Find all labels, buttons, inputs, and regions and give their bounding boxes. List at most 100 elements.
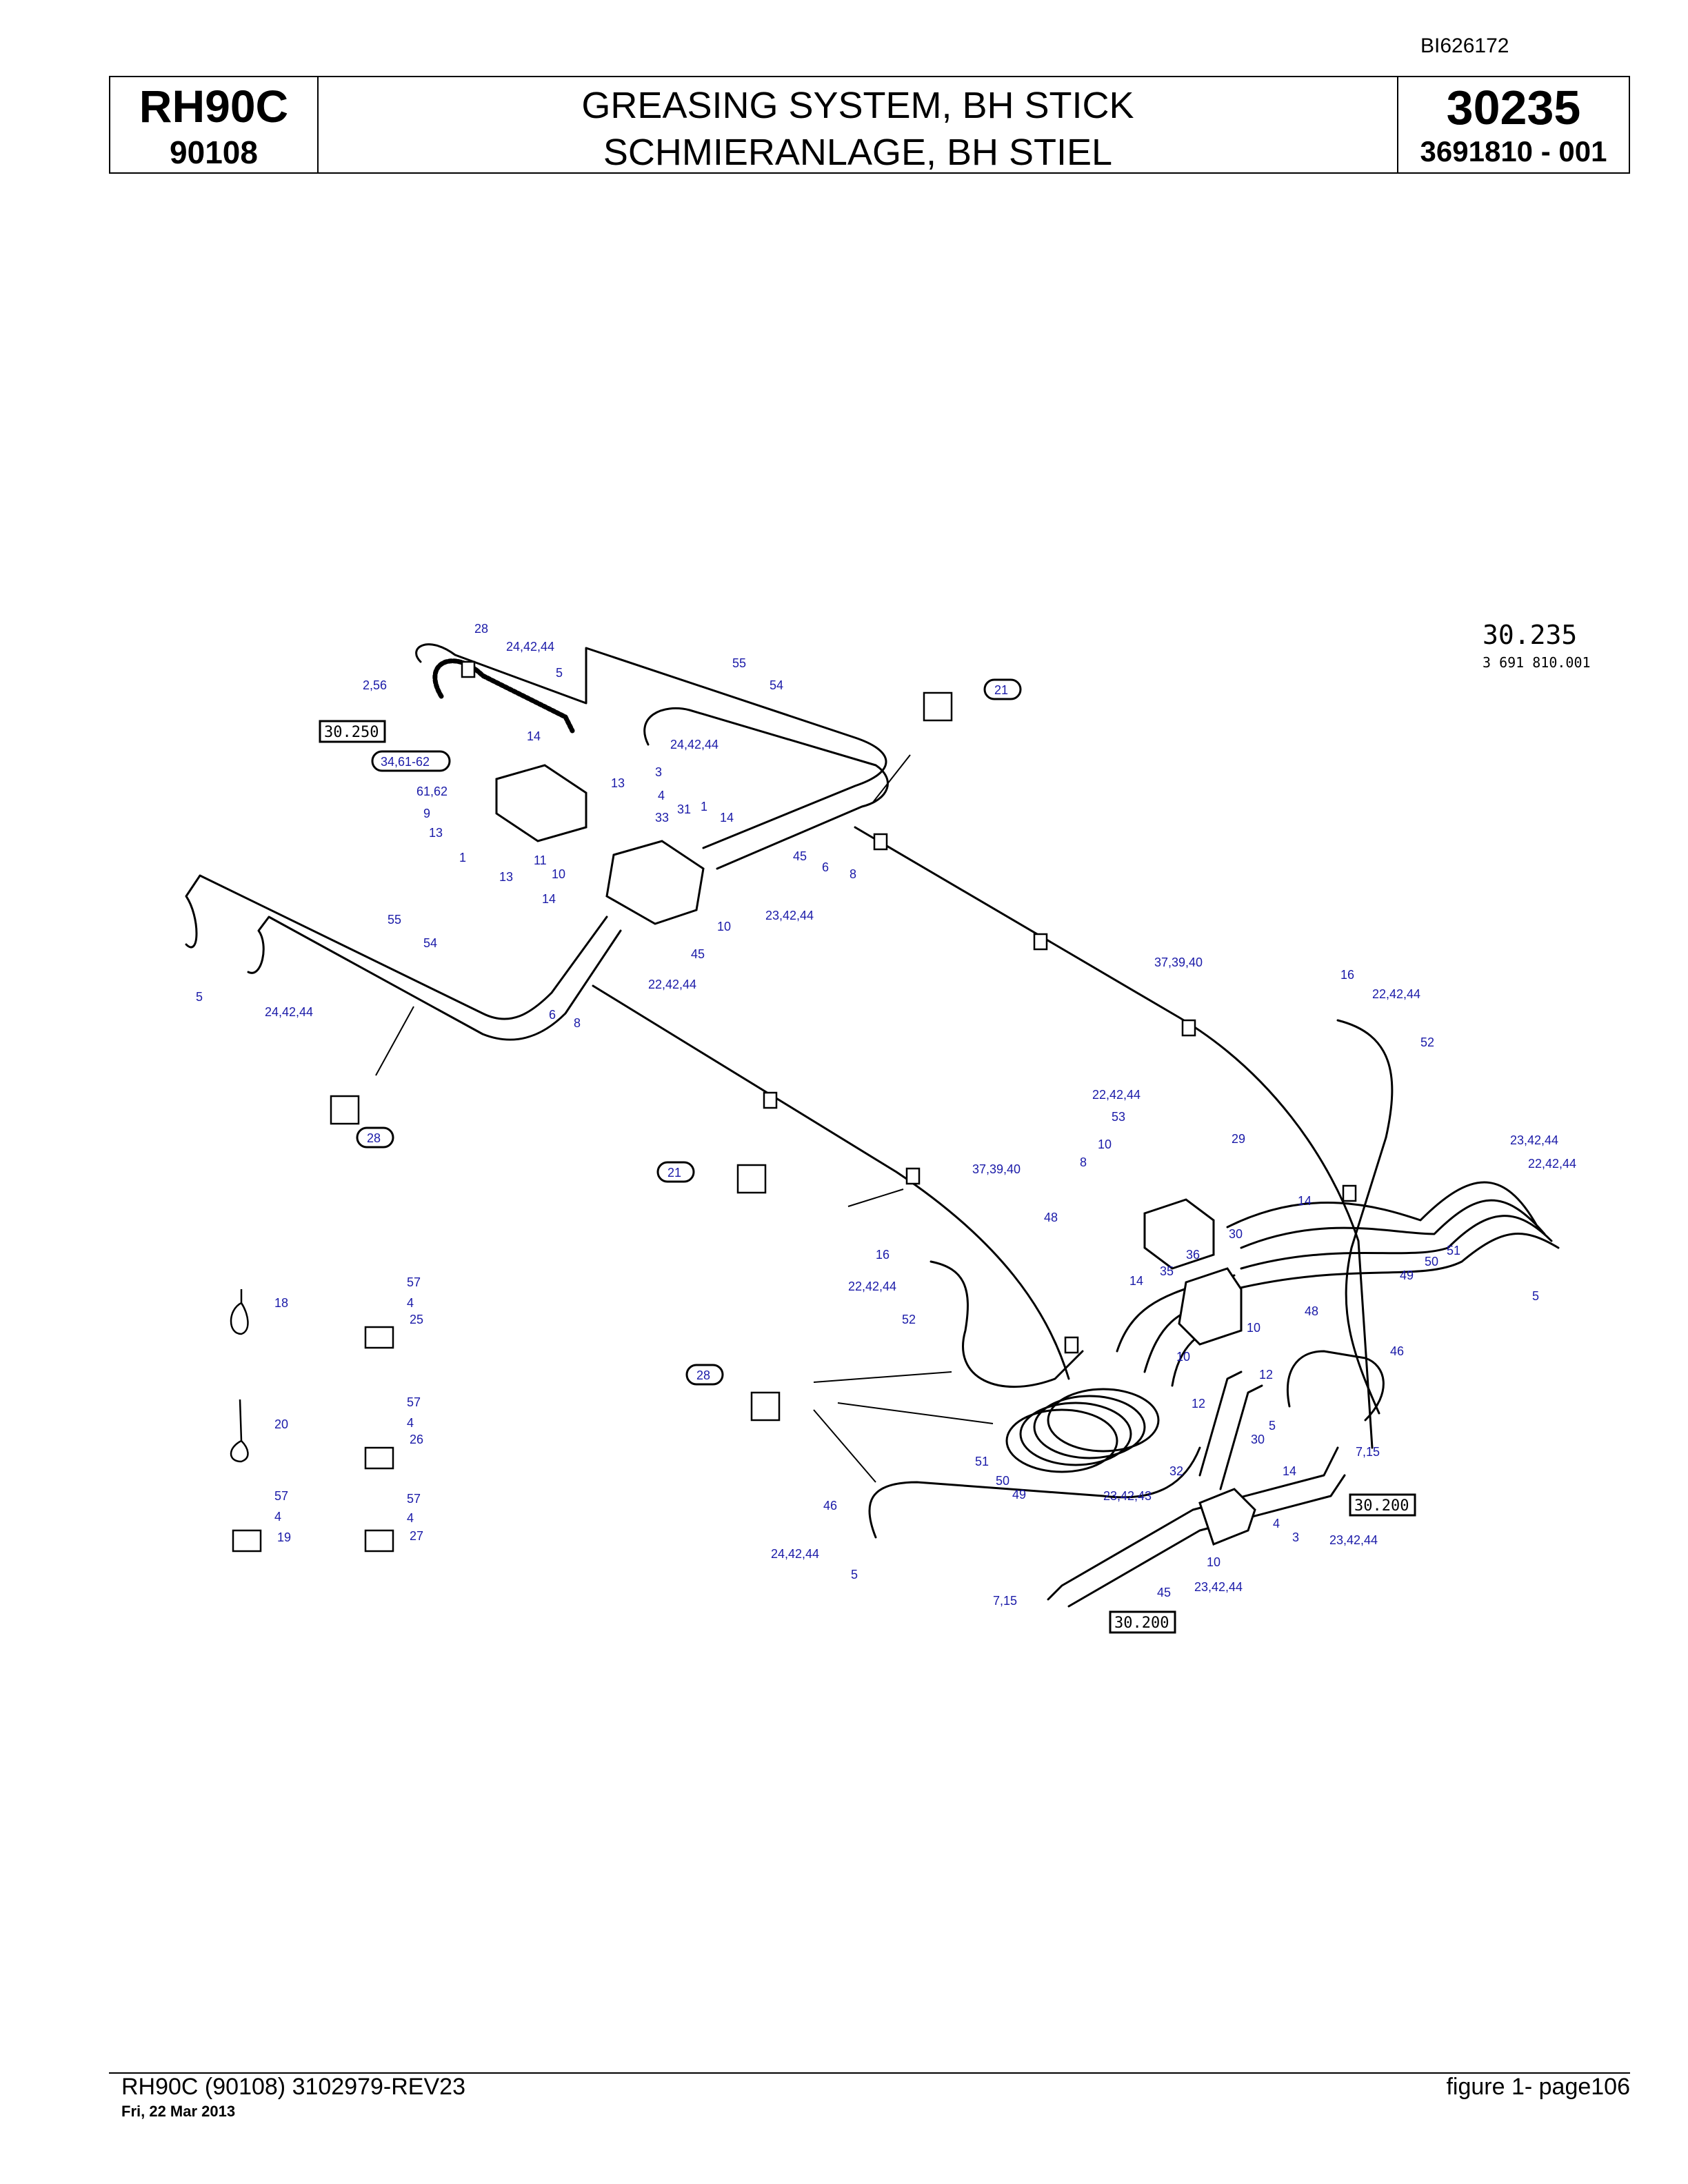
- machine-model: RH90C: [139, 81, 289, 132]
- callout: 22,42,44: [848, 1280, 896, 1293]
- callout: 12: [1259, 1368, 1273, 1382]
- callout: 45: [691, 947, 705, 961]
- circled-ref: 34,61-62: [381, 755, 430, 769]
- callout: 49: [1400, 1268, 1414, 1282]
- ref-box-30-250: 30.250: [324, 724, 379, 741]
- title-block: RH90C 90108 GREASING SYSTEM, BH STICK SC…: [109, 76, 1630, 174]
- callout: 27: [410, 1529, 423, 1543]
- callout-labels: 28 24,42,44 2,56 5 55 54 24,42,44 14 13 …: [196, 622, 1576, 1608]
- callout: 51: [975, 1455, 989, 1468]
- callout: 13: [611, 776, 625, 790]
- page-code-cell: 30235 3691810 - 001: [1398, 77, 1629, 172]
- machine-serial: 90108: [170, 134, 258, 170]
- callout: 10: [717, 920, 731, 933]
- callout: 5: [1269, 1419, 1276, 1433]
- callout: 19: [277, 1530, 291, 1544]
- callout: 5: [556, 666, 563, 680]
- callout: 31: [677, 802, 691, 816]
- callout: 57: [274, 1489, 288, 1503]
- circled-ref: 28: [367, 1131, 381, 1145]
- leader-lines: [375, 754, 994, 1483]
- callout: 5: [196, 990, 203, 1004]
- callout: 24,42,44: [506, 640, 554, 654]
- callout: 24,42,44: [670, 738, 719, 751]
- callout: 4: [407, 1296, 414, 1310]
- callout: 55: [388, 913, 401, 927]
- callout: 33: [655, 811, 669, 825]
- callout: 48: [1044, 1211, 1058, 1224]
- callout: 6: [549, 1008, 556, 1022]
- callout: 14: [542, 892, 556, 906]
- callout: 14: [720, 811, 734, 825]
- callout: 25: [410, 1313, 423, 1326]
- callout: 16: [876, 1248, 890, 1262]
- callout: 55: [732, 656, 746, 670]
- document-id: BI626172: [1420, 34, 1509, 57]
- ref-box-30-200: 30.200: [1354, 1497, 1409, 1515]
- distributor-blocks: [495, 764, 1256, 1546]
- callout: 22,42,44: [1372, 987, 1420, 1001]
- footer-reference: RH90C (90108) 3102979-REV23: [121, 2074, 465, 2100]
- callout: 48: [1305, 1304, 1318, 1318]
- callout: 24,42,44: [265, 1005, 313, 1019]
- callout: 57: [407, 1395, 421, 1409]
- callout: 46: [823, 1499, 837, 1513]
- callout: 1: [701, 800, 707, 813]
- callout: 10: [552, 867, 565, 881]
- callout: 3: [655, 765, 662, 779]
- callout: 32: [1169, 1464, 1183, 1478]
- callout: 52: [902, 1313, 916, 1326]
- callout: 54: [423, 936, 437, 950]
- callout: 35: [1160, 1264, 1174, 1278]
- callout: 8: [1080, 1155, 1087, 1169]
- callout: 4: [274, 1510, 281, 1524]
- callout: 6: [822, 860, 829, 874]
- model-cell: RH90C 90108: [110, 77, 319, 172]
- callout: 57: [407, 1275, 421, 1289]
- callout: 7,15: [993, 1594, 1017, 1608]
- callout: 8: [574, 1016, 581, 1030]
- callout: 46: [1390, 1344, 1404, 1358]
- callout: 23,42,44: [1510, 1133, 1558, 1147]
- callout: 2,56: [363, 678, 387, 692]
- callout: 23,42,43: [1103, 1489, 1152, 1503]
- callout: 49: [1012, 1488, 1026, 1502]
- callout: 11: [534, 853, 547, 867]
- callout: 14: [1298, 1194, 1312, 1208]
- callout: 51: [1447, 1244, 1460, 1257]
- callout: 5: [1532, 1289, 1539, 1303]
- title-english: GREASING SYSTEM, BH STICK: [581, 85, 1134, 126]
- callout: 4: [1273, 1517, 1280, 1530]
- callout: 29: [1232, 1132, 1245, 1146]
- callout: 30: [1251, 1433, 1265, 1446]
- callout: 37,39,40: [1154, 956, 1203, 969]
- callout: 23,42,44: [1329, 1533, 1378, 1547]
- callout: 22,42,44: [1528, 1157, 1576, 1171]
- ref-box-30-200: 30.200: [1114, 1615, 1169, 1632]
- callout: 4: [407, 1511, 414, 1525]
- callout: 57: [407, 1492, 421, 1506]
- callout: 16: [1340, 968, 1354, 982]
- callout: 61,62: [416, 785, 448, 798]
- callout: 45: [1157, 1586, 1171, 1599]
- group-number: 30.235: [1483, 620, 1577, 650]
- circled-ref: 21: [994, 683, 1008, 697]
- callout: 37,39,40: [972, 1162, 1021, 1176]
- page-code: 30235: [1446, 81, 1581, 134]
- callout: 18: [274, 1296, 288, 1310]
- callout: 14: [527, 729, 541, 743]
- callout: 8: [850, 867, 856, 881]
- callout: 26: [410, 1433, 423, 1446]
- callout: 24,42,44: [771, 1547, 819, 1561]
- callout: 45: [793, 849, 807, 863]
- callout: 9: [423, 807, 430, 820]
- footer-date: Fri, 22 Mar 2013: [121, 2103, 236, 2120]
- callout: 23,42,44: [1194, 1580, 1243, 1594]
- circled-ref: 28: [696, 1368, 710, 1382]
- callout: 22,42,44: [648, 978, 696, 991]
- title-cell: GREASING SYSTEM, BH STICK SCHMIERANLAGE,…: [319, 77, 1398, 173]
- callout: 1: [459, 851, 466, 865]
- callout: 14: [1283, 1464, 1296, 1478]
- callout: 10: [1176, 1350, 1190, 1364]
- callout: 10: [1207, 1555, 1220, 1569]
